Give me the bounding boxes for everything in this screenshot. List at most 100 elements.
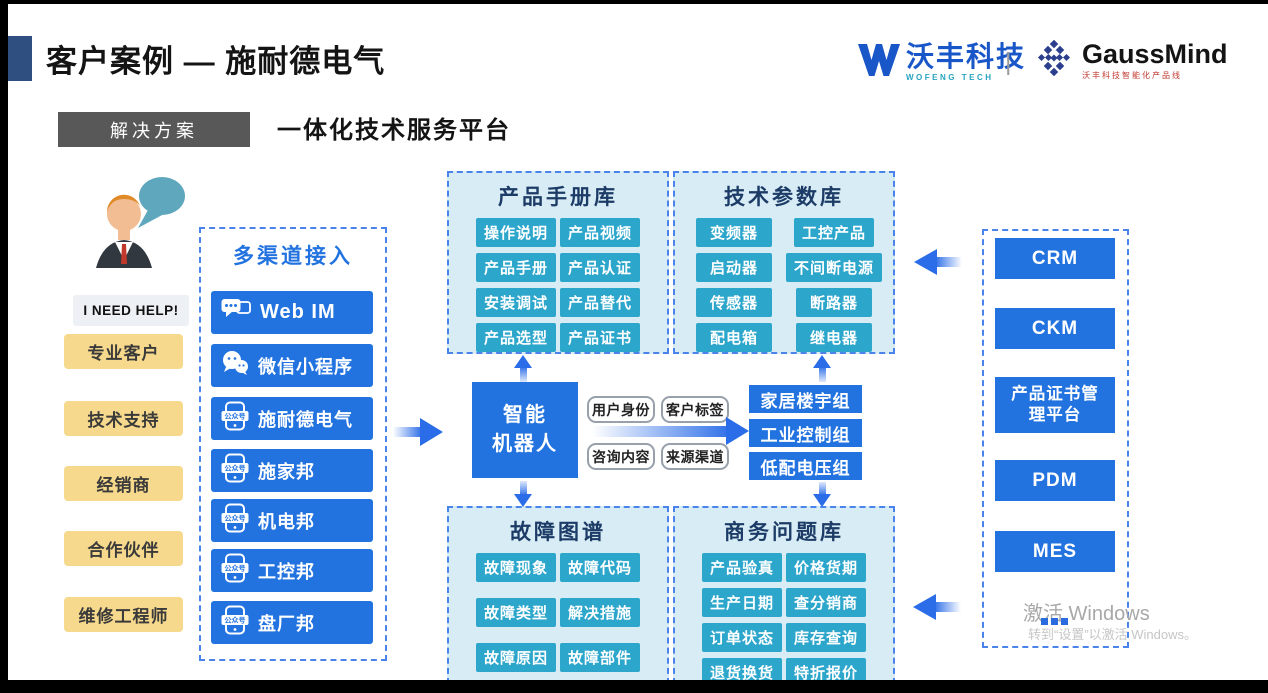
page-title: 客户案例 — 施耐德电气 <box>46 44 386 79</box>
chip: 解决措施 <box>560 597 641 627</box>
panel-product-manual-library: 产品手册库 操作说明 产品视频 产品手册 产品认证 安装调试 产品替代 产品选型… <box>447 171 669 354</box>
intelligent-robot-box: 智能 机器人 <box>472 382 578 478</box>
customer-person-icon <box>84 168 194 301</box>
gaussmind-subtitle: 沃丰科技智能化产品线 <box>1082 70 1182 80</box>
panel-business-qa-library: 商务问题库 产品验真 价格货期 生产日期 查分销商 订单状态 库存查询 退货换货… <box>673 506 895 687</box>
gaussmind-name: GaussMind <box>1082 39 1228 70</box>
channel-shijiabang: 公众号 施家邦 <box>211 449 373 492</box>
role-professional-customer: 专业客户 <box>64 334 183 369</box>
gongzhonghao-icon: 公众号 <box>221 553 249 588</box>
tag-customer-label: 客户标签 <box>661 396 729 423</box>
channels-frame <box>199 227 387 661</box>
chip: 查分销商 <box>786 588 867 617</box>
svg-text:公众号: 公众号 <box>225 564 246 573</box>
solution-title: 一体化技术服务平台 <box>277 117 511 144</box>
arrow-robot-to-fault <box>520 481 527 495</box>
arrow-robot-to-groups <box>592 426 726 437</box>
wofeng-subtitle: WOFENG TECH <box>906 73 994 83</box>
chip: 产品视频 <box>560 218 641 247</box>
tag-source-channel: 来源渠道 <box>661 443 729 470</box>
gongzhonghao-icon: 公众号 <box>221 503 249 538</box>
gongzhonghao-icon: 公众号 <box>221 605 249 640</box>
role-tech-support: 技术支持 <box>64 401 183 436</box>
arrow-systems-to-params <box>936 257 962 267</box>
arrow-channels-to-robot-head <box>420 418 443 446</box>
arrow-systems-to-business <box>935 602 961 612</box>
arrow-robot-to-manual-head <box>514 355 532 368</box>
panel-title: 商务问题库 <box>724 521 844 544</box>
panel-fault-graph-library: 故障图谱 故障现象 故障代码 故障类型 解决措施 故障原因 故障部件 <box>447 506 669 684</box>
title-accent-block <box>8 36 32 81</box>
chip: 生产日期 <box>701 588 782 617</box>
wofeng-name: 沃丰科技 <box>906 41 1027 72</box>
panel-tech-params-library: 技术参数库 变频器 工控产品 启动器 不间断电源 传感器 断路器 配电箱 继电器 <box>673 171 895 354</box>
panel-title: 产品手册库 <box>498 186 618 209</box>
chip: 故障类型 <box>475 597 556 627</box>
gongzhonghao-icon: 公众号 <box>221 453 249 488</box>
systems-frame <box>982 229 1129 648</box>
channel-schneider-electric: 公众号 施耐德电气 <box>211 397 373 440</box>
channel-panchangbang: 公众号 盘厂邦 <box>211 601 373 644</box>
arrow-robot-to-fault-head <box>514 494 532 507</box>
chip: 变频器 <box>695 218 772 247</box>
channel-wechat-miniprogram: 微信小程序 <box>211 344 373 387</box>
wofeng-w-icon <box>858 42 900 83</box>
chip: 产品选型 <box>475 323 556 352</box>
system-product-cert-platform: 产品证书管理平台 <box>995 377 1115 433</box>
chip: 订单状态 <box>701 623 782 652</box>
system-pdm: PDM <box>995 460 1115 501</box>
role-maintenance-engineer: 维修工程师 <box>64 597 183 632</box>
windows-activation-hint: 转到“设置”以激活 Windows。 <box>1028 627 1198 642</box>
chip: 价格货期 <box>786 553 867 582</box>
channels-title: 多渠道接入 <box>233 245 353 268</box>
chip: 断路器 <box>796 288 872 317</box>
chip: 产品验真 <box>701 553 782 582</box>
svg-text:公众号: 公众号 <box>225 616 246 625</box>
help-label: I NEED HELP! <box>73 295 189 326</box>
solution-label: 解决方案 <box>58 112 250 147</box>
system-ckm: CKM <box>995 308 1115 349</box>
arrow-channels-to-robot <box>393 427 421 437</box>
arrow-systems-to-params-head <box>914 249 937 275</box>
wechat-icon <box>221 350 249 381</box>
arrow-systems-to-business-head <box>913 594 936 620</box>
webim-icon <box>221 297 251 328</box>
arrow-robot-to-manual <box>520 367 527 382</box>
tag-user-identity: 用户身份 <box>587 396 655 423</box>
chip: 传感器 <box>695 288 772 317</box>
gaussmind-mark-icon <box>1036 39 1072 81</box>
channel-web-im: Web IM <box>211 291 373 334</box>
chip: 故障原因 <box>475 642 556 672</box>
frame-top <box>0 0 1268 4</box>
arrow-groups-to-business <box>819 482 826 495</box>
chip: 故障现象 <box>475 553 556 583</box>
channel-gongkongbang: 公众号 工控邦 <box>211 549 373 592</box>
wofeng-logo: 沃丰科技 WOFENG TECH <box>858 42 1026 83</box>
chip: 工控产品 <box>794 218 875 247</box>
group-home-building: 家居楼宇组 <box>749 385 862 413</box>
frame-left <box>0 0 8 693</box>
group-low-voltage: 低配电压组 <box>749 452 862 480</box>
channel-jidianbang: 公众号 机电邦 <box>211 499 373 542</box>
chip: 配电箱 <box>695 323 772 352</box>
chip: 库存查询 <box>786 623 867 652</box>
system-crm: CRM <box>995 238 1115 279</box>
arrow-robot-to-groups-head <box>726 417 749 445</box>
svg-text:公众号: 公众号 <box>225 464 246 473</box>
arrow-groups-to-business-head <box>813 494 831 507</box>
svg-text:公众号: 公众号 <box>225 514 246 523</box>
chip: 产品认证 <box>560 253 641 282</box>
chip: 产品手册 <box>475 253 556 282</box>
role-distributor: 经销商 <box>64 466 183 501</box>
system-mes: MES <box>995 531 1115 572</box>
frame-bottom <box>0 680 1268 693</box>
chip: 安装调试 <box>475 288 556 317</box>
arrow-groups-to-params <box>819 367 826 382</box>
chip: 故障部件 <box>560 642 641 672</box>
chip: 操作说明 <box>475 218 556 247</box>
svg-text:公众号: 公众号 <box>225 412 246 421</box>
panel-title: 故障图谱 <box>510 521 606 544</box>
arrow-groups-to-params-head <box>813 355 831 368</box>
chip: 启动器 <box>695 253 772 282</box>
